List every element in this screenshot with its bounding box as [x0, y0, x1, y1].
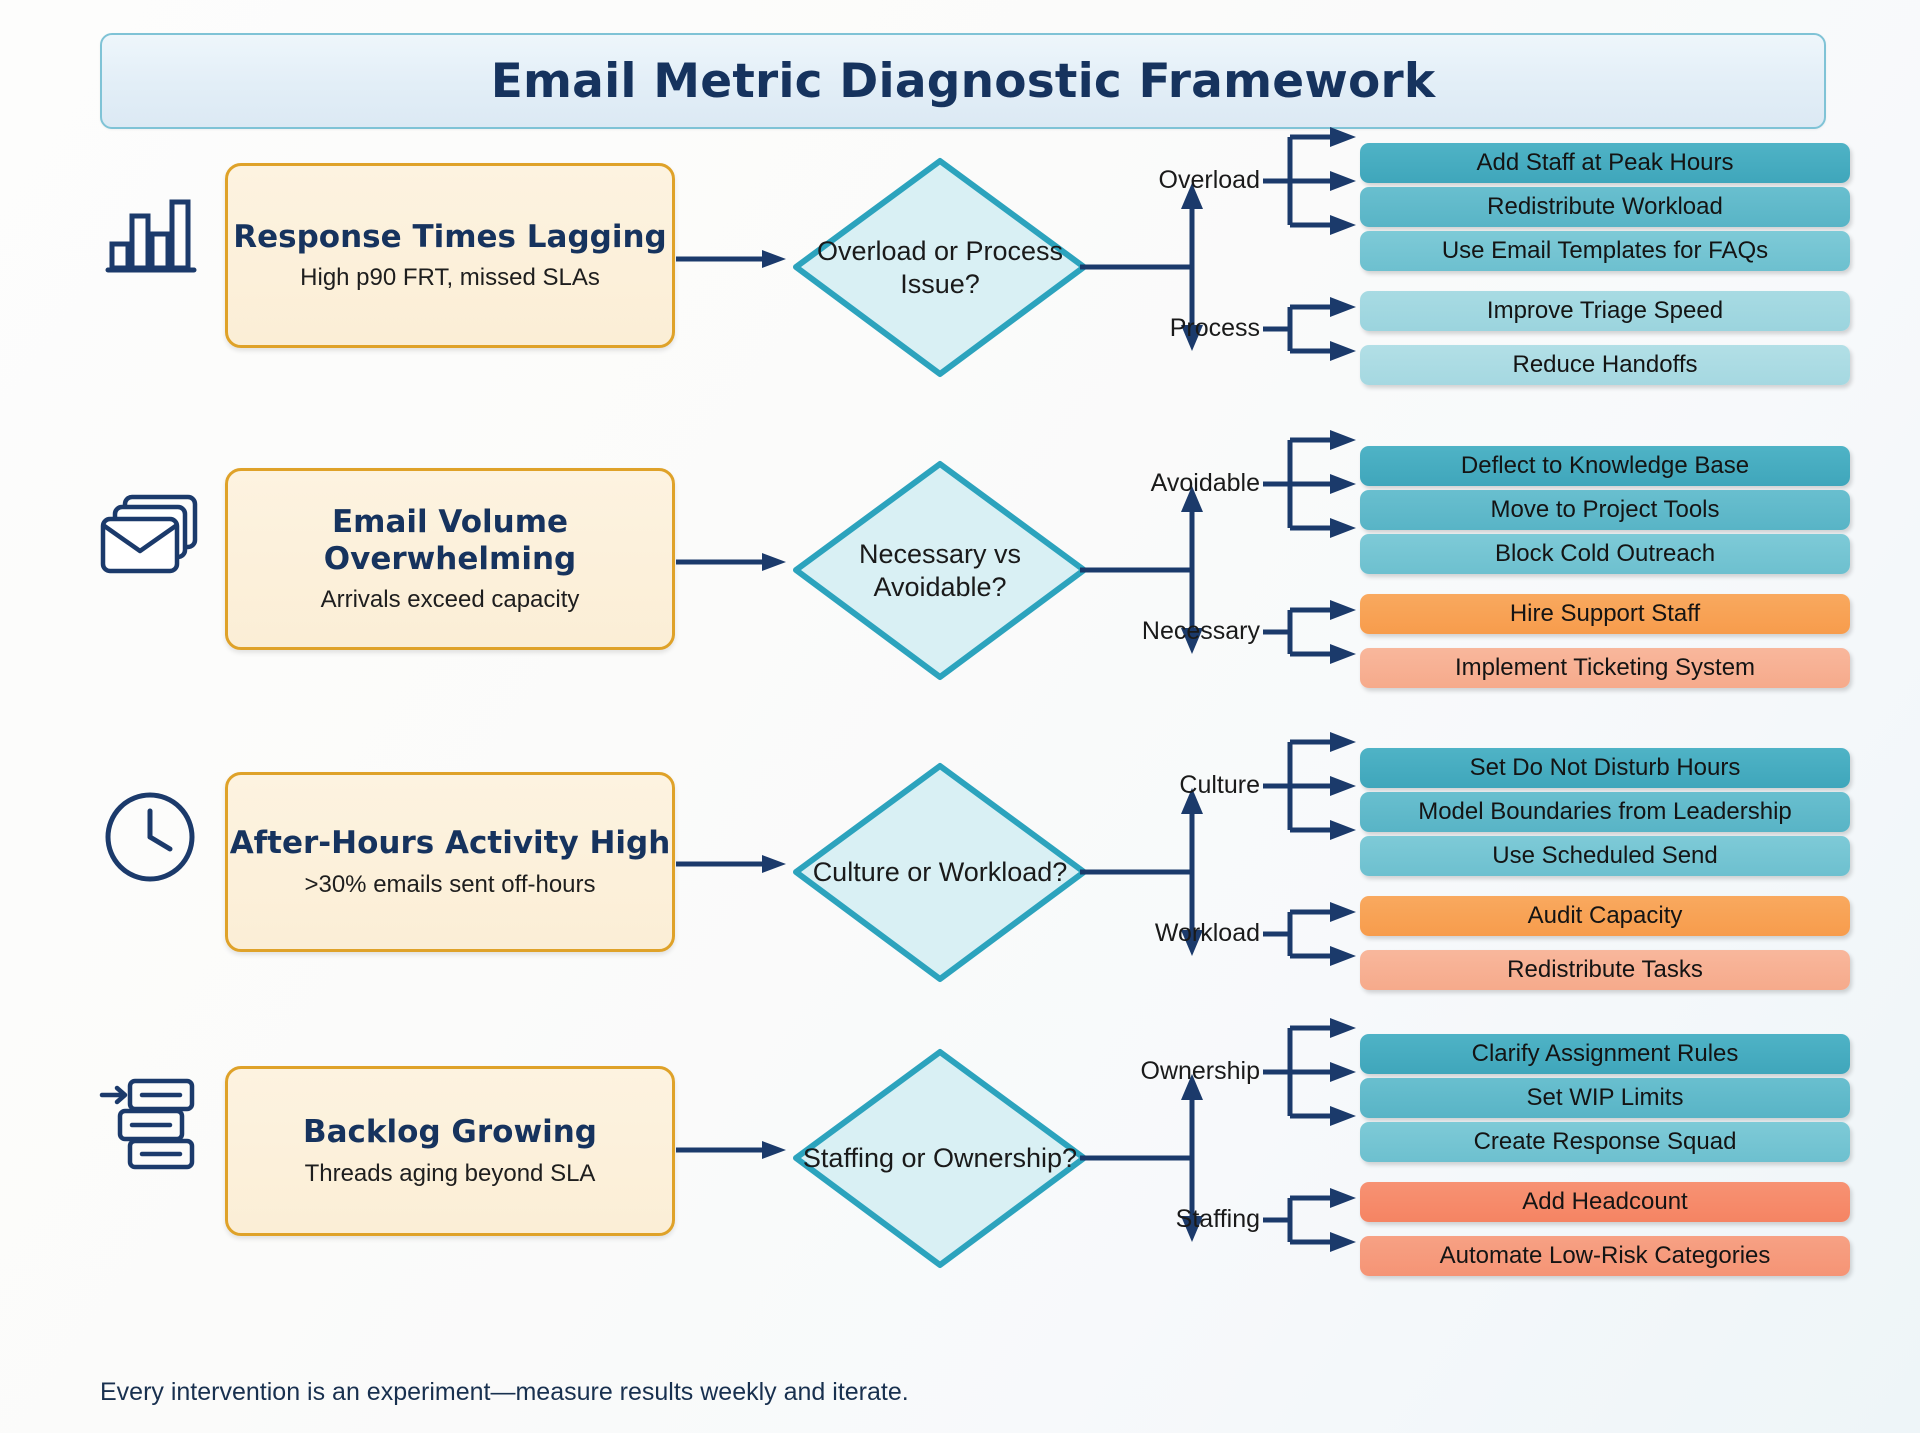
- action-pill[interactable]: Redistribute Workload: [1360, 187, 1850, 227]
- action-pill[interactable]: Hire Support Staff: [1360, 594, 1850, 634]
- action-pill[interactable]: Add Staff at Peak Hours: [1360, 143, 1850, 183]
- action-pill[interactable]: Deflect to Knowledge Base: [1360, 446, 1850, 486]
- action-pill[interactable]: Block Cold Outreach: [1360, 534, 1850, 574]
- diagnostic-row: After-Hours Activity High >30% emails se…: [0, 732, 1920, 1010]
- problem-detail: Threads aging beyond SLA: [304, 1159, 596, 1187]
- branch-label: Culture: [1179, 771, 1260, 799]
- page-title: Email Metric Diagnostic Framework: [490, 53, 1436, 109]
- action-pill[interactable]: Use Email Templates for FAQs: [1360, 231, 1850, 271]
- problem-card[interactable]: Response Times Lagging High p90 FRT, mis…: [225, 163, 675, 348]
- flow-arrow-to-decision: [676, 553, 786, 571]
- action-pill[interactable]: Clarify Assignment Rules: [1360, 1034, 1850, 1074]
- action-pill[interactable]: Implement Ticketing System: [1360, 648, 1850, 688]
- action-pill[interactable]: Set Do Not Disturb Hours: [1360, 748, 1850, 788]
- branch-connectors: [1080, 430, 1356, 664]
- action-pill[interactable]: Audit Capacity: [1360, 896, 1850, 936]
- problem-card[interactable]: Backlog Growing Threads aging beyond SLA: [225, 1066, 675, 1236]
- flow-arrow-to-decision: [676, 250, 786, 268]
- action-pill[interactable]: Create Response Squad: [1360, 1122, 1850, 1162]
- flow-arrow-to-decision: [676, 1141, 786, 1159]
- problem-title: Response Times Lagging: [233, 218, 667, 255]
- branch-connectors: [1080, 732, 1356, 966]
- decision-diamond[interactable]: Necessary vs Avoidable?: [790, 458, 1090, 683]
- branch-label: Process: [1169, 314, 1260, 342]
- action-pill[interactable]: Set WIP Limits: [1360, 1078, 1850, 1118]
- problem-title: After-Hours Activity High: [229, 825, 671, 862]
- backlog-stack-icon: [95, 1068, 205, 1178]
- branch-connectors: [1080, 1018, 1356, 1252]
- problem-card[interactable]: Email Volume Overwhelming Arrivals excee…: [225, 468, 675, 650]
- footer-note: Every intervention is an experiment—meas…: [100, 1378, 909, 1406]
- action-pill[interactable]: Improve Triage Speed: [1360, 291, 1850, 331]
- action-pill[interactable]: Add Headcount: [1360, 1182, 1850, 1222]
- branch-label: Workload: [1154, 919, 1260, 947]
- decision-diamond[interactable]: Staffing or Ownership?: [790, 1046, 1090, 1271]
- decision-diamond[interactable]: Overload or Process Issue?: [790, 155, 1090, 380]
- action-pill[interactable]: Reduce Handoffs: [1360, 345, 1850, 385]
- diagnostic-row: Email Volume Overwhelming Arrivals excee…: [0, 430, 1920, 708]
- diagnostic-row: Response Times Lagging High p90 FRT, mis…: [0, 127, 1920, 405]
- clock-icon: [95, 782, 205, 892]
- envelope-stack-icon: [95, 480, 205, 590]
- problem-title: Backlog Growing: [302, 1114, 597, 1151]
- problem-detail: Arrivals exceed capacity: [320, 586, 580, 614]
- branch-label: Staffing: [1175, 1205, 1260, 1233]
- problem-title: Email Volume Overwhelming: [323, 503, 577, 577]
- action-pill[interactable]: Redistribute Tasks: [1360, 950, 1850, 990]
- branch-label: Overload: [1158, 166, 1260, 194]
- decision-diamond[interactable]: Culture or Workload?: [790, 760, 1090, 985]
- problem-detail: >30% emails sent off-hours: [304, 870, 596, 898]
- action-pill[interactable]: Model Boundaries from Leadership: [1360, 792, 1850, 832]
- bar-chart-icon: [95, 177, 205, 287]
- action-pill[interactable]: Move to Project Tools: [1360, 490, 1850, 530]
- branch-label: Necessary: [1141, 617, 1260, 645]
- branch-label: Ownership: [1140, 1057, 1261, 1085]
- branch-label: Avoidable: [1150, 469, 1260, 497]
- page-title-banner: Email Metric Diagnostic Framework: [100, 33, 1826, 129]
- branch-connectors: [1080, 127, 1356, 361]
- problem-detail: High p90 FRT, missed SLAs: [300, 264, 600, 292]
- flow-arrow-to-decision: [676, 855, 786, 873]
- problem-card[interactable]: After-Hours Activity High >30% emails se…: [225, 772, 675, 952]
- action-pill[interactable]: Automate Low-Risk Categories: [1360, 1236, 1850, 1276]
- action-pill[interactable]: Use Scheduled Send: [1360, 836, 1850, 876]
- diagnostic-row: Backlog Growing Threads aging beyond SLA…: [0, 1018, 1920, 1296]
